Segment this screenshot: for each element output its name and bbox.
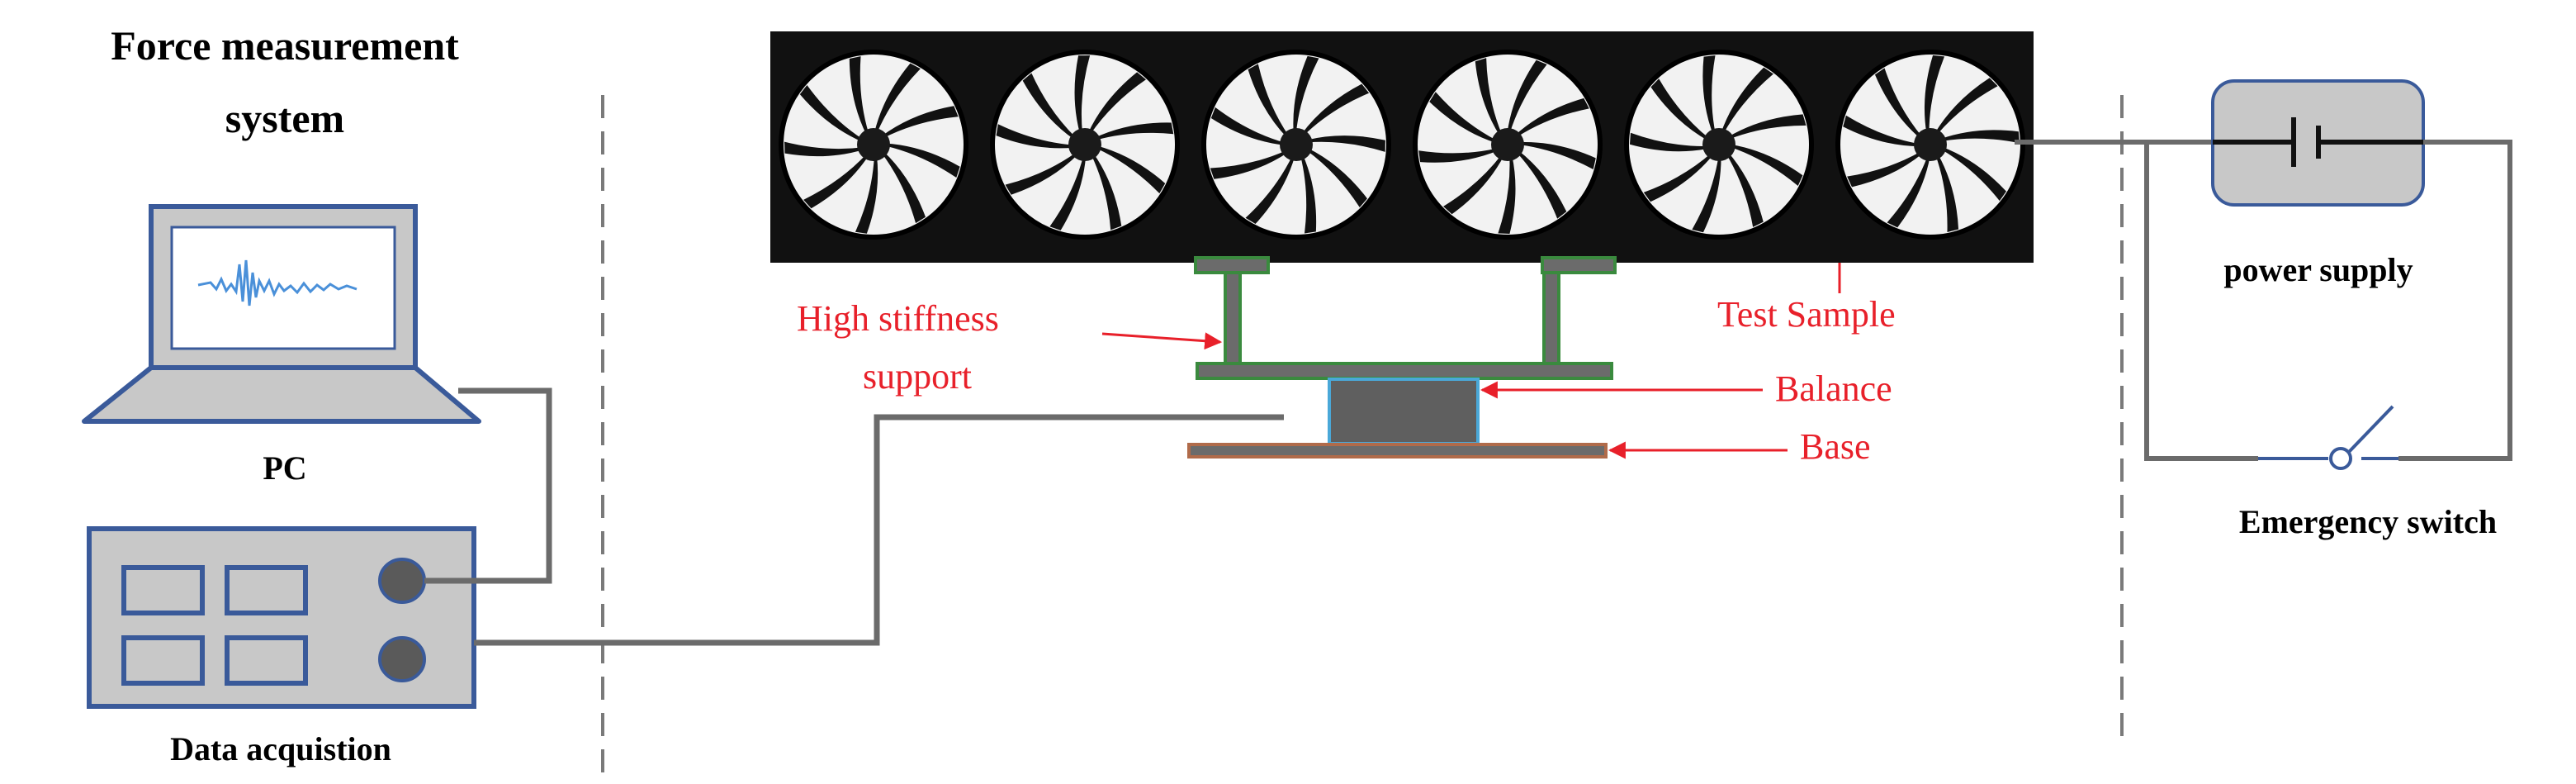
- fan-blade: [1306, 135, 1385, 152]
- fan-2: [990, 50, 1180, 240]
- fan-blade: [1847, 151, 1923, 188]
- fan-blade: [996, 124, 1074, 149]
- fan-blade: [1516, 150, 1567, 219]
- fan-blade: [874, 63, 921, 134]
- fan-blade: [1418, 148, 1499, 163]
- fan-4: [1413, 50, 1603, 240]
- laptop-icon: [82, 204, 481, 424]
- fan-blade: [881, 150, 926, 224]
- title-line-1: Force measurement: [111, 22, 459, 69]
- emergency-switch-label: Emergency switch: [2239, 503, 2497, 540]
- fan-blade: [849, 56, 869, 135]
- fan-blade: [1730, 144, 1803, 187]
- pc-label: PC: [263, 449, 306, 487]
- fan-blade: [1049, 155, 1087, 230]
- fan-blade: [1293, 55, 1319, 134]
- fan-blade: [1210, 150, 1288, 179]
- signal-waveform: [197, 259, 358, 306]
- fan-6: [1835, 50, 2025, 240]
- fan-blade: [1727, 114, 1807, 140]
- test-sample-label: Test Sample: [1717, 294, 1896, 335]
- fan-blade: [855, 155, 878, 234]
- fan-blade: [1498, 154, 1516, 234]
- switch-icon: [2258, 405, 2398, 470]
- fan-hub: [1702, 128, 1735, 161]
- fan-blade: [1096, 145, 1166, 194]
- fan-hub: [1280, 128, 1313, 161]
- fan-5: [1624, 50, 1814, 240]
- fan-blade: [1429, 92, 1497, 144]
- fan-blade: [1843, 115, 1920, 147]
- base-label: Base: [1800, 426, 1871, 467]
- battery-icon: [2211, 79, 2425, 207]
- support-label-line-1: High stiffness: [797, 298, 999, 339]
- fan-blade: [1630, 132, 1708, 152]
- fan-blade: [884, 143, 960, 178]
- base-plate: [1187, 443, 1608, 459]
- data-acquisition-unit-icon: [87, 526, 476, 709]
- fan-blade: [1507, 59, 1547, 134]
- fan-blade: [1087, 72, 1146, 135]
- fan-blade: [1934, 78, 1998, 135]
- balance-block: [1328, 378, 1480, 445]
- test-sample-fan-array: [770, 31, 2034, 263]
- fan-blade: [1005, 152, 1078, 195]
- fan-blade: [1443, 154, 1504, 215]
- fan-blade: [803, 154, 869, 209]
- high-stiffness-support: [1194, 256, 1617, 380]
- fan-blade: [1074, 55, 1091, 135]
- fan-blade: [799, 85, 864, 142]
- fan-blade: [1726, 151, 1764, 227]
- fan-blade: [1940, 146, 2006, 202]
- fan-blade: [1940, 130, 2020, 144]
- fan-blade: [1518, 141, 1596, 170]
- fan-3: [1201, 50, 1391, 240]
- daq-knob-bottom: [378, 636, 426, 682]
- fan-hub: [857, 128, 890, 161]
- fan-blade: [1475, 58, 1503, 136]
- fan-blade: [1210, 107, 1286, 145]
- daq-knob-top: [378, 558, 426, 604]
- fan-blade: [1094, 122, 1174, 140]
- circuit-left-wire: [2144, 142, 2258, 461]
- fan-hub: [1491, 128, 1524, 161]
- fan-blade: [1245, 155, 1295, 225]
- title-line-2: system: [225, 95, 344, 141]
- fan-blade: [1306, 148, 1367, 207]
- circuit-right-wire: [2398, 140, 2512, 461]
- fan-blade: [784, 141, 864, 157]
- fan-blade: [1022, 73, 1076, 140]
- power-supply-label: power supply: [2223, 251, 2413, 288]
- fan-hub: [1914, 128, 1947, 161]
- fan-blade: [1887, 155, 1930, 228]
- cable-daq-to-balance: [474, 414, 1284, 646]
- fan-1: [779, 50, 968, 240]
- balance-label: Balance: [1775, 368, 1892, 409]
- support-label-line-2: support: [863, 356, 972, 397]
- fan-blade: [1091, 152, 1122, 230]
- data-acquisition-label: Data acquistion: [170, 730, 391, 767]
- fan-blade: [881, 106, 959, 139]
- fan-hub: [1068, 128, 1101, 161]
- fan-blade: [1874, 68, 1922, 139]
- support-arrow: [1101, 332, 1223, 350]
- fan-blade: [1702, 55, 1716, 135]
- fan-blade: [1935, 153, 1959, 233]
- fan-blade: [1650, 78, 1710, 141]
- fan-blade: [1692, 155, 1721, 233]
- fan-blade: [1721, 67, 1773, 135]
- fan-blade: [1248, 64, 1289, 138]
- fan-blade: [1643, 153, 1714, 202]
- fan-blade: [1514, 97, 1589, 138]
- fan-blade: [1924, 55, 1945, 134]
- fan-blade: [1301, 83, 1370, 136]
- cable-pc-to-daq: [424, 387, 552, 584]
- fan-blade: [1300, 154, 1317, 234]
